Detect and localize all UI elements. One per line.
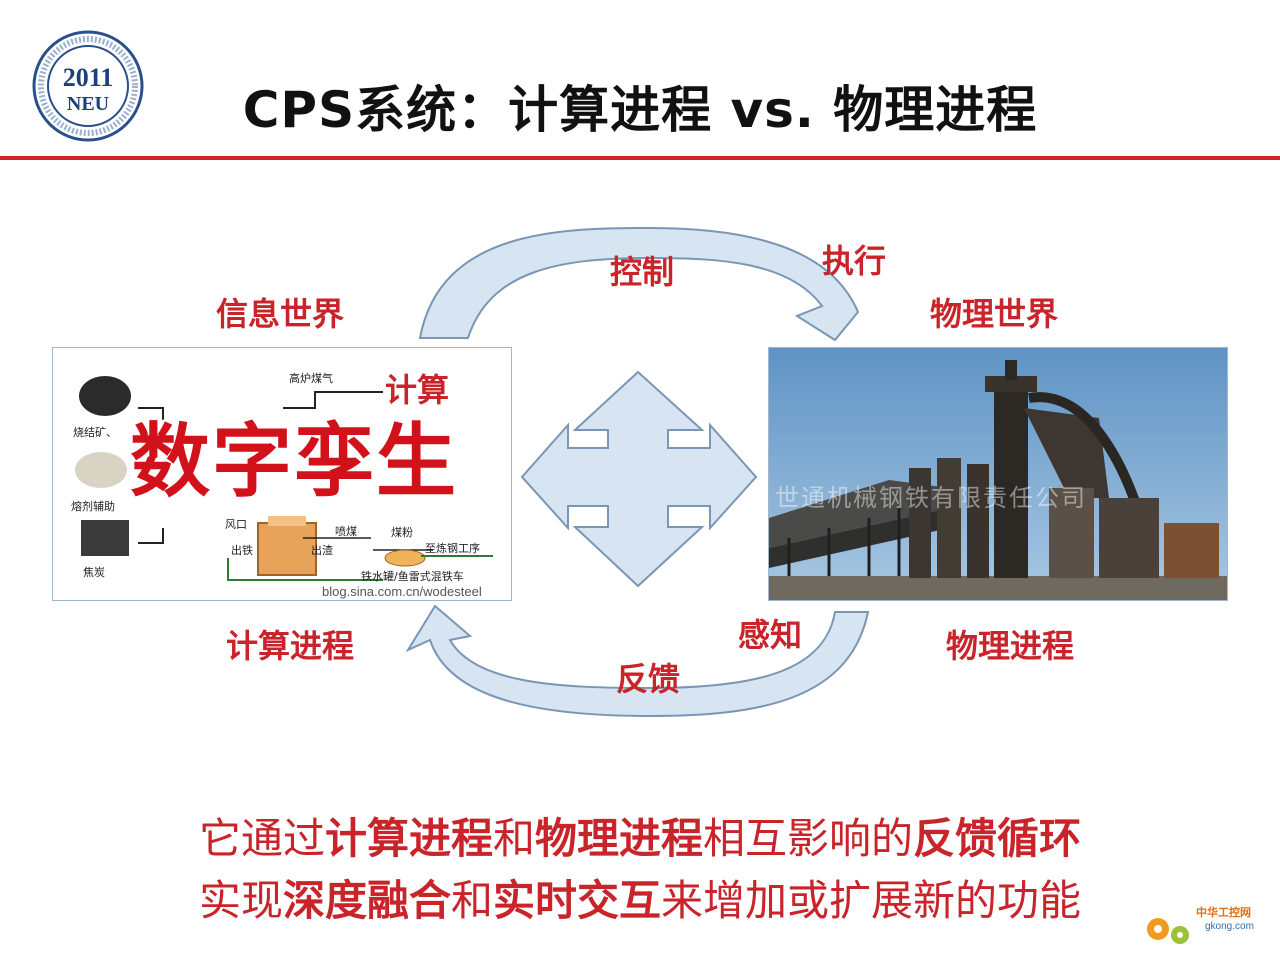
label-tap-slag: 出渣 [311,544,333,557]
summary-line-2: 实现深度融合和实时交互来增加或扩展新的功能 [0,875,1280,927]
summary-2-seg-2: 和 [450,876,493,925]
summary-1-seg-5: 反馈循环 [913,814,1082,863]
physical-world-panel [768,347,1228,601]
label-cyber-world: 信息世界 [216,295,345,333]
company-watermark: 世通机械钢铁有限责任公司 [775,484,1087,512]
summary-2-seg-1: 深度融合 [282,876,451,925]
label-sinter: 烧结矿、 [73,426,117,439]
summary-2-seg-3: 实时交互 [493,876,662,925]
label-blast-gas: 高炉煤气 [289,372,333,385]
label-flux: 熔剂辅助 [71,500,115,513]
label-control: 控制 [610,253,675,291]
label-to-steelmaking: 至炼钢工序 [425,542,480,555]
label-coal-powder: 煤粉 [391,526,413,539]
summary-1-seg-2: 和 [492,814,535,863]
summary-1-seg-3: 物理进程 [535,814,704,863]
bottom-cycle-arrow [405,604,870,718]
source-watermark: blog.sina.com.cn/wodesteel [322,584,482,599]
torpedo-car [384,549,426,567]
steel-plant-image [769,348,1227,600]
summary-1-seg-0: 它通过 [198,814,325,863]
footer-brand-name: 中华工控网 [1196,906,1251,919]
summary-2-seg-0: 实现 [198,876,283,925]
label-coke: 焦炭 [83,566,105,579]
label-sense: 感知 [738,616,803,654]
furnace [257,522,317,576]
summary-1-seg-4: 相互影响的 [703,814,914,863]
label-tap-iron: 出铁 [231,544,253,557]
page-title: CPS系统：计算进程 vs. 物理进程 [242,81,1038,139]
label-coal-inject: 喷煤 [335,525,357,538]
summary-line-1: 它通过计算进程和物理进程相互影响的反馈循环 [0,813,1280,865]
title-divider [0,156,1280,160]
label-feedback: 反馈 [616,660,681,698]
ore-pile [79,376,131,416]
footer-brand-url: gkong.com [1205,921,1254,932]
summary-1-seg-1: 计算进程 [324,814,493,863]
digital-twin-label: 数字孪生 [130,415,458,508]
flux-pile [75,452,127,488]
process-flow-diagram [75,376,493,581]
label-torpedo-car: 铁水罐/鱼雷式混铁车 [361,570,464,583]
label-physical-process: 物理进程 [946,627,1075,665]
label-physical-world: 物理世界 [930,295,1059,333]
label-tuyere: 风口 [225,518,247,531]
label-cyber-process: 计算进程 [226,627,355,665]
label-compute: 计算 [385,371,450,409]
top-cycle-arrow [418,226,860,342]
label-actuate: 执行 [822,242,887,280]
logo-abbr: NEU [67,93,109,115]
bidirectional-cross-arrow [520,370,758,588]
logo-year: 2011 [63,63,114,92]
coke-pile [81,520,129,556]
gear-logo-icon [1147,918,1189,944]
university-logo: 2011 NEU [32,30,144,142]
summary-2-seg-4: 来增加或扩展新的功能 [661,876,1082,925]
cyber-world-panel: 高炉煤气 烧结矿、 熔剂辅助 焦炭 风口 出铁 出渣 喷煤 煤粉 至炼钢工序 铁… [52,347,512,601]
